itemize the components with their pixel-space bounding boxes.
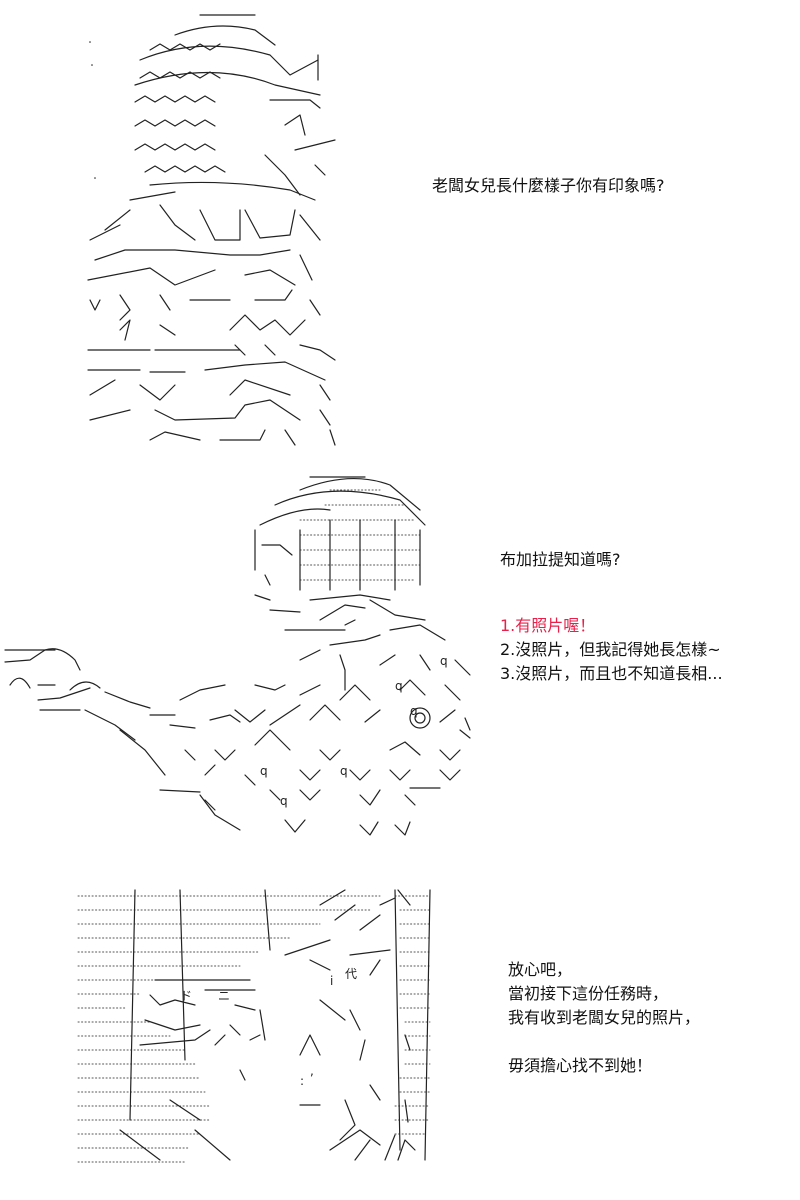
svg-text:代: 代 xyxy=(345,967,357,981)
ascii-art-hooded-figure xyxy=(87,14,336,446)
panel-2: q q q q q q 布加拉提知道嗎? 1.有照片喔！ 2.沒照片，但我記得她… xyxy=(0,460,800,860)
choice-option-2[interactable]: 2.沒照片，但我記得她長怎樣~ xyxy=(500,640,721,659)
svg-text:i: i xyxy=(330,974,333,988)
dotted-background xyxy=(77,895,431,1163)
panel-1: 老闆女兒長什麼樣子你有印象嗎? xyxy=(0,0,800,460)
ascii-art-figure-pointing: q q q q q q xyxy=(4,476,471,836)
dialogue-line-4: 毋須擔心找不到她！ xyxy=(508,1056,653,1075)
dialogue-line-1: 放心吧， xyxy=(508,960,573,979)
dialogue-line-3: 我有收到老闆女兒的照片， xyxy=(508,1008,701,1027)
svg-text:q: q xyxy=(440,654,448,668)
choice-option-1[interactable]: 1.有照片喔！ xyxy=(500,616,596,635)
svg-text:,: , xyxy=(310,1064,314,1078)
dialogue-block: 放心吧， 當初接下這份任務時， 我有收到老闆女兒的照片， 毋須擔心找不到她！ xyxy=(508,958,700,1078)
ascii-art-dark-scene: , : ド ニ i 代 xyxy=(77,889,431,1163)
svg-text:ド: ド xyxy=(180,989,192,1003)
svg-text:q: q xyxy=(395,679,403,693)
dialogue-line-blank xyxy=(508,1030,700,1054)
dialogue-text: 布加拉提知道嗎? xyxy=(500,550,621,569)
svg-text:q: q xyxy=(340,764,348,778)
svg-text:q: q xyxy=(260,764,268,778)
svg-text:ニ: ニ xyxy=(218,989,230,1003)
dialogue-text: 老闆女兒長什麼樣子你有印象嗎? xyxy=(432,176,665,195)
svg-text:q: q xyxy=(280,794,288,808)
choice-option-3[interactable]: 3.沒照片，而且也不知道長相... xyxy=(500,664,723,683)
svg-text:q: q xyxy=(410,704,418,718)
dialogue-line-2: 當初接下這份任務時， xyxy=(508,984,669,1003)
panel-3: , : ド ニ i 代 放心吧， 當初接下這份任務時， 我有收到老闆女兒的照片，… xyxy=(0,860,800,1200)
svg-text::: : xyxy=(300,1074,304,1088)
